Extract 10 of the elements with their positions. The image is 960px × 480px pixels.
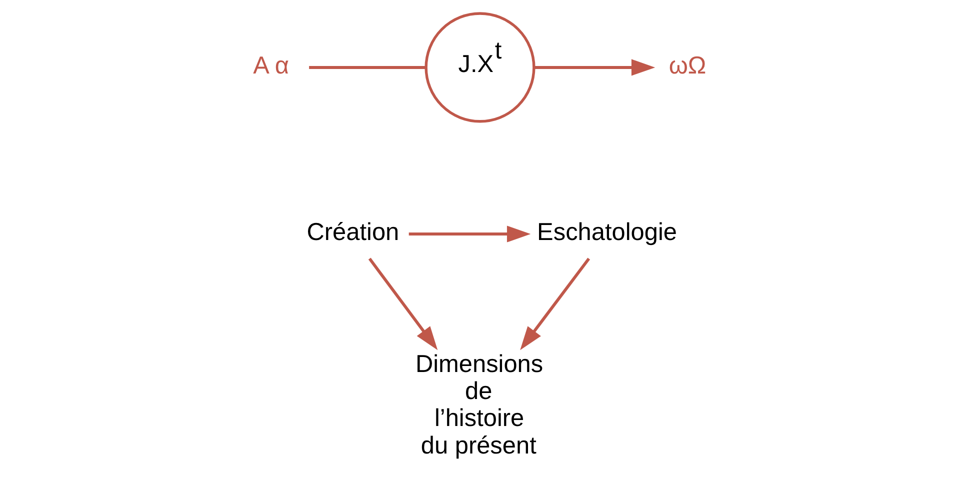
- arrow: [368, 258, 438, 350]
- node-text: Eschatologie: [537, 219, 678, 246]
- arrow: [408, 226, 531, 242]
- node-text: Α α: [253, 52, 289, 80]
- arrow: [520, 258, 590, 350]
- node-text: ωΩ: [668, 52, 706, 80]
- node-text: Dimensions de l’histoire du présent: [415, 350, 544, 460]
- node-text: Création: [306, 219, 400, 246]
- arrow: [534, 59, 656, 76]
- connector: [309, 66, 426, 69]
